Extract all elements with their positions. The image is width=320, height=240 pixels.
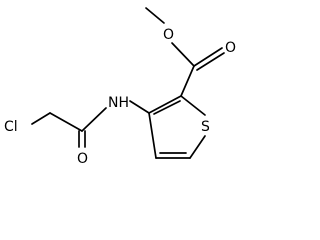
ester-carbon-oxygen-bond bbox=[171, 42, 195, 67]
chemical-structure-diagram: Cl O NH O O S bbox=[4, 7, 236, 167]
atom-label-layer: Cl O NH O O S bbox=[4, 27, 236, 167]
ester-ether-oxygen-label: O bbox=[163, 27, 174, 43]
nitrogen-ring-bond bbox=[129, 100, 150, 114]
cl-ch2-bond bbox=[31, 112, 51, 125]
oxygen-methyl-bond bbox=[145, 7, 165, 24]
ester-carbonyl-double-bond-outer bbox=[193, 47, 223, 67]
ester-carbonyl-oxygen-label: O bbox=[225, 40, 236, 56]
amine-nitrogen-label: NH bbox=[108, 95, 129, 111]
ring-ester-carbon-bond bbox=[180, 65, 195, 97]
ring-c3-c2-double-bond bbox=[153, 100, 181, 115]
amide-oxygen-label: O bbox=[77, 151, 88, 167]
ring-c4-c3-bond bbox=[148, 112, 157, 159]
ch2-carbonyl-bond bbox=[49, 112, 83, 132]
ester-carbonyl-double-bond-inner bbox=[196, 52, 225, 71]
bond-layer bbox=[31, 7, 225, 159]
carbonyl-nitrogen-bond bbox=[81, 107, 107, 132]
chlorine-label: Cl bbox=[4, 119, 18, 135]
ring-c3-c2-bond bbox=[148, 95, 182, 114]
ring-sulfur-label: S bbox=[201, 119, 210, 135]
ring-s-c5-bond bbox=[189, 135, 206, 159]
ring-c2-s-bond bbox=[180, 95, 206, 116]
